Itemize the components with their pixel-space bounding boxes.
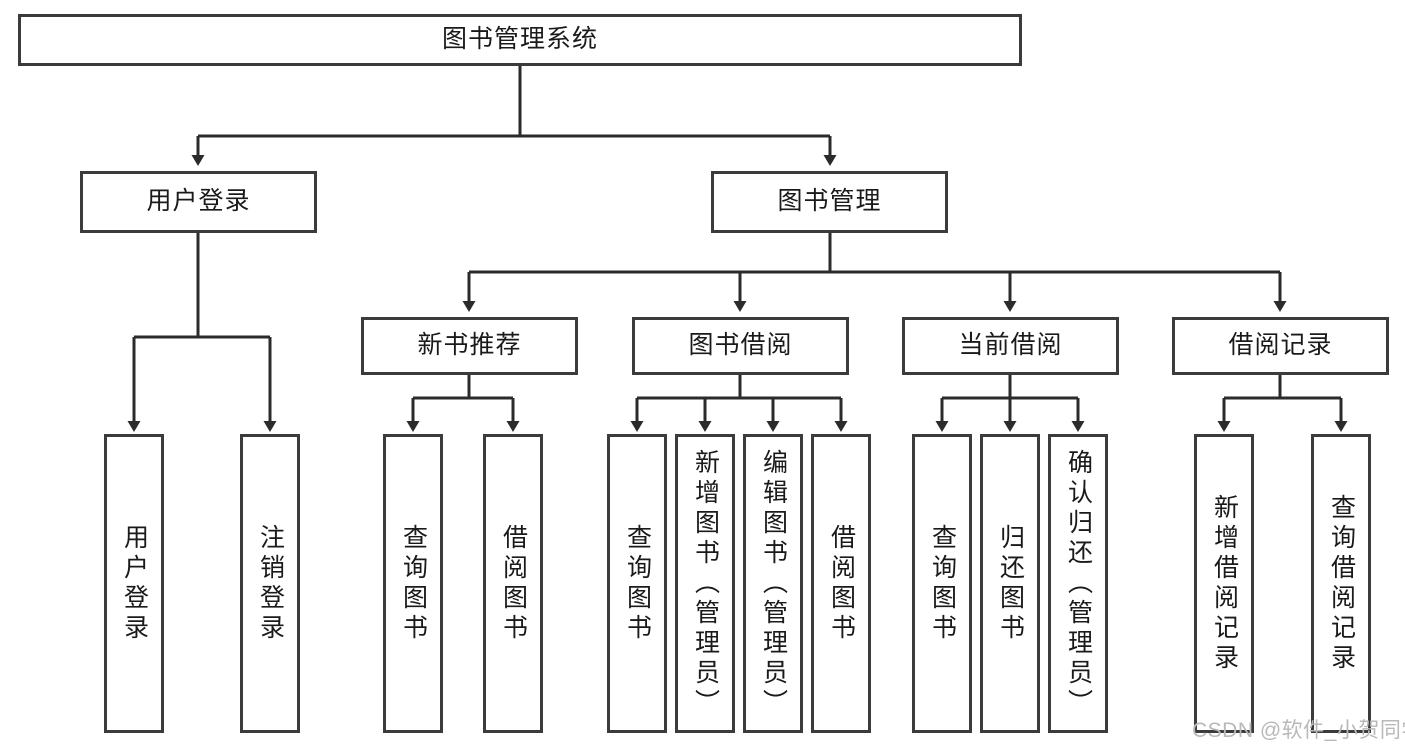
leaf-book-borrow-query[interactable]: 查询图书 [607, 434, 667, 733]
node-label: 当前借阅 [958, 331, 1063, 360]
node-new-book-recommend[interactable]: 新书推荐 [361, 317, 578, 375]
node-label: 新书推荐 [417, 331, 522, 360]
node-label: 确认归还（管理员） [1064, 448, 1093, 719]
leaf-book-borrow-add-admin[interactable]: 新增图书（管理员） [675, 434, 735, 733]
leaf-new-book-query[interactable]: 查询图书 [383, 434, 443, 733]
leaf-book-borrow-borrow[interactable]: 借阅图书 [811, 434, 871, 733]
node-label: 图书管理 [777, 187, 882, 216]
node-label: 新增图书（管理员） [691, 448, 720, 719]
node-label: 注销登录 [256, 523, 285, 644]
leaf-current-borrow-query[interactable]: 查询图书 [912, 434, 972, 733]
node-book-borrow[interactable]: 图书借阅 [632, 317, 849, 375]
node-label: 图书管理系统 [441, 25, 598, 54]
node-label: 用户登录 [120, 523, 149, 644]
node-root-book-management-system[interactable]: 图书管理系统 [18, 14, 1022, 66]
node-label: 用户登录 [146, 187, 251, 216]
node-label: 借阅记录 [1228, 331, 1333, 360]
node-label: 查询借阅记录 [1327, 493, 1356, 674]
node-user-login[interactable]: 用户登录 [80, 171, 317, 233]
node-label: 图书借阅 [688, 331, 793, 360]
leaf-borrow-record-query[interactable]: 查询借阅记录 [1311, 434, 1371, 733]
node-current-borrow[interactable]: 当前借阅 [902, 317, 1119, 375]
leaf-book-borrow-edit-admin[interactable]: 编辑图书（管理员） [743, 434, 803, 733]
leaf-current-borrow-confirm-admin[interactable]: 确认归还（管理员） [1048, 434, 1108, 733]
node-label: 归还图书 [996, 523, 1025, 644]
node-label: 查询图书 [928, 523, 957, 644]
node-label: 借阅图书 [499, 523, 528, 644]
node-label: 借阅图书 [827, 523, 856, 644]
node-book-management[interactable]: 图书管理 [711, 171, 948, 233]
node-label: 新增借阅记录 [1210, 493, 1239, 674]
leaf-user-login-login[interactable]: 用户登录 [104, 434, 164, 733]
leaf-user-login-logout[interactable]: 注销登录 [240, 434, 300, 733]
leaf-borrow-record-add[interactable]: 新增借阅记录 [1194, 434, 1254, 733]
node-borrow-record[interactable]: 借阅记录 [1172, 317, 1389, 375]
leaf-new-book-borrow[interactable]: 借阅图书 [483, 434, 543, 733]
node-label: 查询图书 [399, 523, 428, 644]
leaf-current-borrow-return[interactable]: 归还图书 [980, 434, 1040, 733]
node-label: 编辑图书（管理员） [759, 448, 788, 719]
csdn-watermark: CSDN @软件_小贺同学 [1192, 719, 1405, 742]
node-label: 查询图书 [623, 523, 652, 644]
